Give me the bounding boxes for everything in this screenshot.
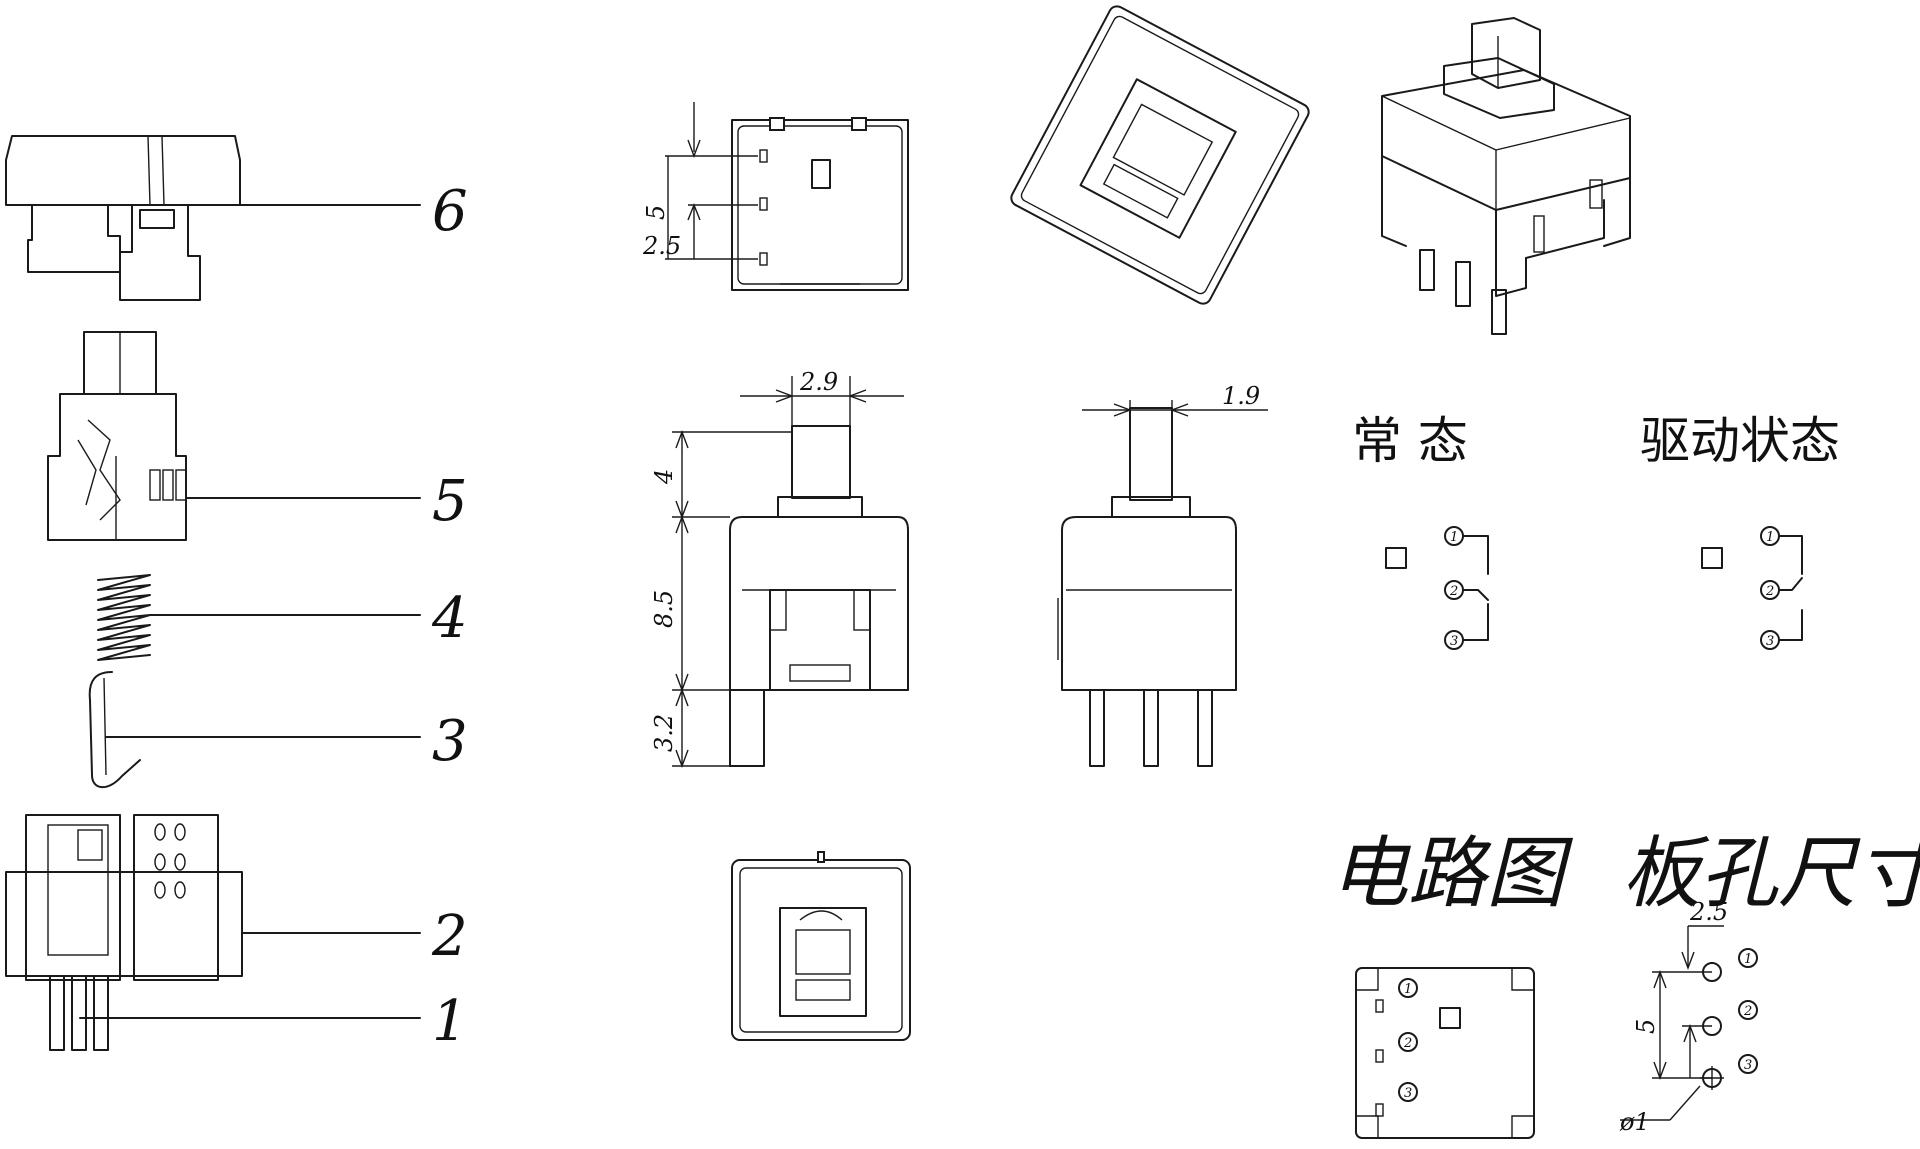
dim-hole-half-pitch: 2.5 xyxy=(1689,898,1728,926)
side-view: 1.9 xyxy=(1057,382,1268,767)
isometric-view xyxy=(1381,17,1631,335)
dim-actuator-side-width: 1.9 xyxy=(1222,382,1260,410)
pin-2-label: 2 xyxy=(1449,584,1458,599)
pin-2-label: 2 xyxy=(1765,584,1774,599)
part-label-2: 2 xyxy=(431,904,468,969)
pin-1-label: 1 xyxy=(1450,530,1458,545)
dim-actuator-width: 2.9 xyxy=(799,368,838,396)
pin-1-label: 1 xyxy=(1766,530,1774,545)
dim-pin-pitch: 5 xyxy=(642,205,670,220)
driven-state: 驱动状态 1 2 3 xyxy=(1640,412,1840,650)
normal-state: 常 态 1 2 3 xyxy=(1352,412,1489,650)
caption-circuit-diagram: 电路图 xyxy=(1330,829,1574,919)
pin-1-label: 1 xyxy=(1404,982,1412,997)
pin-3-label: 3 xyxy=(1744,1058,1752,1073)
part-5-housing-top: 5 xyxy=(47,331,468,541)
rotated-top-view xyxy=(1010,5,1310,305)
part-4-spring: 4 xyxy=(97,574,468,661)
dim-half-pitch: 2.5 xyxy=(642,232,681,260)
part-label-3: 3 xyxy=(432,709,468,774)
part-2-base: 2 xyxy=(5,814,468,981)
top-view xyxy=(731,851,911,1041)
part-label-1: 1 xyxy=(432,989,468,1054)
side-view-pitch: 5 2.5 xyxy=(642,102,909,291)
pin-2-label: 2 xyxy=(1743,1004,1752,1019)
dim-pin-length: 3.2 xyxy=(650,714,678,752)
pin-3-label: 3 xyxy=(1766,634,1774,649)
part-label-5: 5 xyxy=(432,469,468,534)
caption-normal-state: 常 态 xyxy=(1352,412,1468,470)
exploded-view: 6 5 4 3 xyxy=(5,135,468,1054)
pin-3-label: 3 xyxy=(1404,1086,1412,1101)
pin-2-label: 2 xyxy=(1403,1036,1412,1051)
dim-hole-pitch: 5 xyxy=(1632,1019,1660,1034)
pcb-hole-size: 板孔尺寸 2.5 5 1 2 3 ø1 xyxy=(1619,829,1920,1136)
part-1-pins: 1 xyxy=(49,975,468,1054)
dim-actuator-height: 4 xyxy=(650,469,678,485)
part-label-4: 4 xyxy=(431,586,468,651)
pin-3-label: 3 xyxy=(1450,634,1458,649)
dim-body-height: 8.5 xyxy=(650,590,678,628)
part-label-6: 6 xyxy=(432,179,468,244)
caption-driven-state: 驱动状态 xyxy=(1640,412,1840,470)
pin-1-label: 1 xyxy=(1744,952,1752,967)
front-view: 2.9 4 8.5 3.2 xyxy=(650,368,909,768)
dim-hole-diameter: ø1 xyxy=(1619,1108,1650,1136)
part-3-contact-wire: 3 xyxy=(88,671,468,789)
part-6-cap: 6 xyxy=(5,135,468,301)
caption-hole-size: 板孔尺寸 xyxy=(1622,829,1920,919)
circuit-diagram: 电路图 1 2 3 xyxy=(1330,829,1574,1139)
